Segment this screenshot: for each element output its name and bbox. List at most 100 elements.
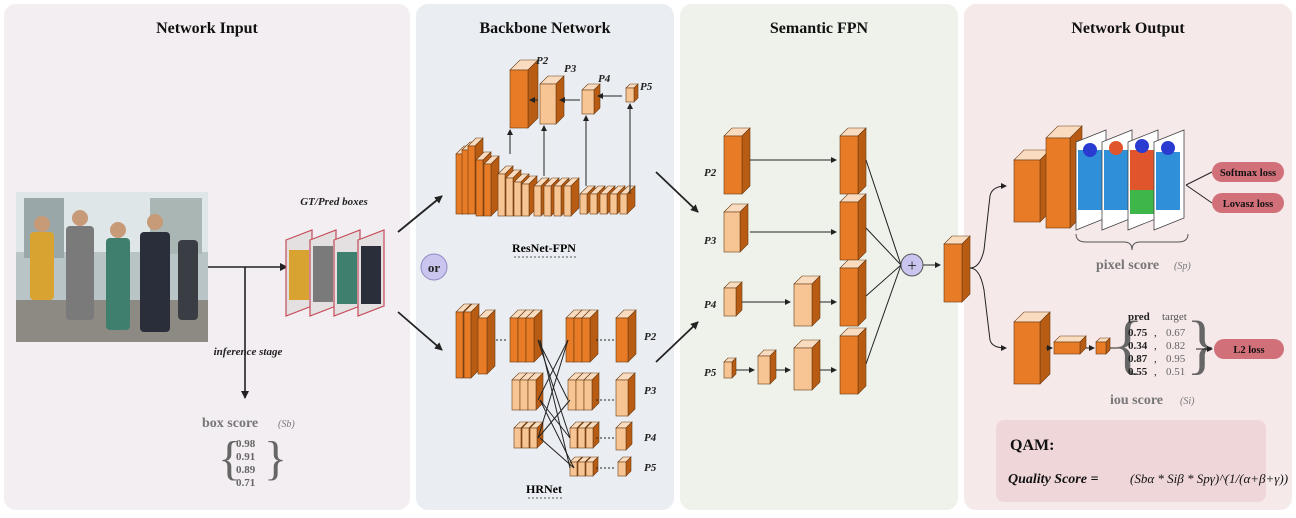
head-to-pixel-branch <box>969 183 1007 269</box>
or-label: or <box>428 260 441 275</box>
iou-sep-3: , <box>1154 366 1157 378</box>
pixel-head-map-1 <box>1013 149 1051 223</box>
fpn-p5-label: P5 <box>704 367 717 379</box>
resnet-stage-17 <box>619 185 636 215</box>
lovasz-loss-pill <box>1212 193 1284 213</box>
hrnet-p2-label: P2 <box>644 331 657 343</box>
head-to-iou-branch <box>969 267 1007 351</box>
qam-formula-lhs: Quality Score = <box>1008 472 1098 487</box>
qam-box <box>996 420 1266 502</box>
fpn-p5-map <box>723 357 737 379</box>
gt-pred-box-stack <box>285 229 385 317</box>
or-circle <box>420 253 448 281</box>
fpn-p2-map <box>723 127 751 195</box>
hrnet-branch4-2 <box>585 456 599 477</box>
fpn-out-p5 <box>839 327 867 395</box>
qam-title: QAM: <box>1010 437 1054 454</box>
box-score-3: 0.71 <box>236 477 255 489</box>
resnet-p4-label: P4 <box>598 73 611 85</box>
hrnet-exchange-6 <box>539 339 571 469</box>
inference-stage-label: inference stage <box>214 346 283 358</box>
boxes-to-hrnet-arrow <box>397 311 443 351</box>
box-score-0: 0.98 <box>236 438 256 450</box>
hrnet-exchange-7 <box>539 399 575 469</box>
resnet-p5-label: P5 <box>640 81 653 93</box>
hrnet-p5-label: P5 <box>644 462 657 474</box>
softmax-loss-pill <box>1212 162 1284 182</box>
box-score-symbol: (Sb) <box>278 419 295 430</box>
box-score-label: box score <box>202 416 258 431</box>
hrnet-stem-1 <box>463 303 480 379</box>
pixel-score-symbol: (Sp) <box>1174 261 1191 272</box>
fpn-p3-map <box>723 203 749 253</box>
hrnet-to-fpn-arrow <box>655 321 699 363</box>
resnet-p4-map <box>581 83 601 115</box>
iou-target-2: 0.95 <box>1166 353 1186 365</box>
box-score-1: 0.91 <box>236 451 255 463</box>
qam-formula-rhs: (Sbα * Siβ * Spγ)^(1/(α+β+γ)) <box>1130 471 1288 486</box>
box-score-2: 0.89 <box>236 464 256 476</box>
iou-pred-2: 0.87 <box>1128 353 1148 365</box>
box-score-brace-left: { <box>218 432 241 485</box>
iou-target-0: 0.67 <box>1166 327 1186 339</box>
fpn-p5-up2 <box>793 339 821 391</box>
iou-score-label: iou score <box>1110 393 1163 408</box>
fpn-p4-up1 <box>793 275 821 327</box>
title-network-input: Network Input <box>156 20 258 37</box>
iou-target-1: 0.82 <box>1166 340 1185 352</box>
hrnet-out-p4 <box>615 421 633 451</box>
fpn-out-p3 <box>839 193 867 261</box>
gt-pred-boxes-label: GT/Pred boxes <box>300 196 368 208</box>
iou-pred-0: 0.75 <box>1128 327 1148 339</box>
title-backbone: Backbone Network <box>479 20 610 37</box>
hrnet-exchange-8 <box>539 437 575 469</box>
hrnet-stem-2 <box>477 309 496 375</box>
mask-to-lovasz-line <box>1185 184 1213 204</box>
l2-loss-label: L2 loss <box>1233 345 1264 356</box>
hrnet-exchange-1 <box>537 339 569 401</box>
sum-node <box>900 253 924 277</box>
fpn-p4-map <box>723 281 743 317</box>
iou-pred-1: 0.34 <box>1128 340 1148 352</box>
title-semantic-fpn: Semantic FPN <box>770 20 869 37</box>
lovasz-loss-label: Lovasz loss <box>1223 199 1273 210</box>
hrnet-out-p2 <box>615 309 637 363</box>
resnet-fpn-label: ResNet-FPN <box>512 241 576 255</box>
fpn-to-sum-3 <box>865 264 902 365</box>
hrnet-p3-label: P3 <box>644 385 657 397</box>
iou-sep-1: , <box>1154 340 1157 352</box>
iou-score-symbol: (Si) <box>1180 396 1195 407</box>
resnet-p2-map <box>509 59 539 129</box>
resnet-p2-label: P2 <box>536 55 549 67</box>
hrnet-exchange-5 <box>537 399 571 439</box>
iou-pred-header: pred <box>1128 311 1150 323</box>
boxes-to-resnet-arrow <box>397 195 443 233</box>
hrnet-p4-label: P4 <box>644 432 657 444</box>
iou-fc-2 <box>1095 337 1111 355</box>
title-network-output: Network Output <box>1071 20 1185 37</box>
panel-network-output <box>964 4 1292 510</box>
resnet-stage-12 <box>563 177 580 217</box>
hrnet-label: HRNet <box>526 482 562 496</box>
input-photo <box>16 192 208 342</box>
iou-sep-0: , <box>1154 327 1157 339</box>
resnet-p3-label: P3 <box>564 63 577 75</box>
sum-symbol: + <box>907 256 917 275</box>
l2-loss-pill <box>1214 339 1284 359</box>
fpn-out-p4 <box>839 259 867 327</box>
pixel-score-label: pixel score <box>1096 258 1159 273</box>
mask-to-softmax-line <box>1185 171 1213 186</box>
fpn-to-sum-1 <box>865 227 902 266</box>
box-score-brace-right: } <box>264 432 287 485</box>
resnet-to-fpn-arrow <box>655 171 699 213</box>
iou-target-header: target <box>1162 311 1187 323</box>
fpn-p2-label: P2 <box>704 167 717 179</box>
iou-brace-right: } <box>1186 308 1218 381</box>
iou-target-3: 0.51 <box>1166 366 1185 378</box>
hrnet-branch3-5 <box>585 421 600 449</box>
